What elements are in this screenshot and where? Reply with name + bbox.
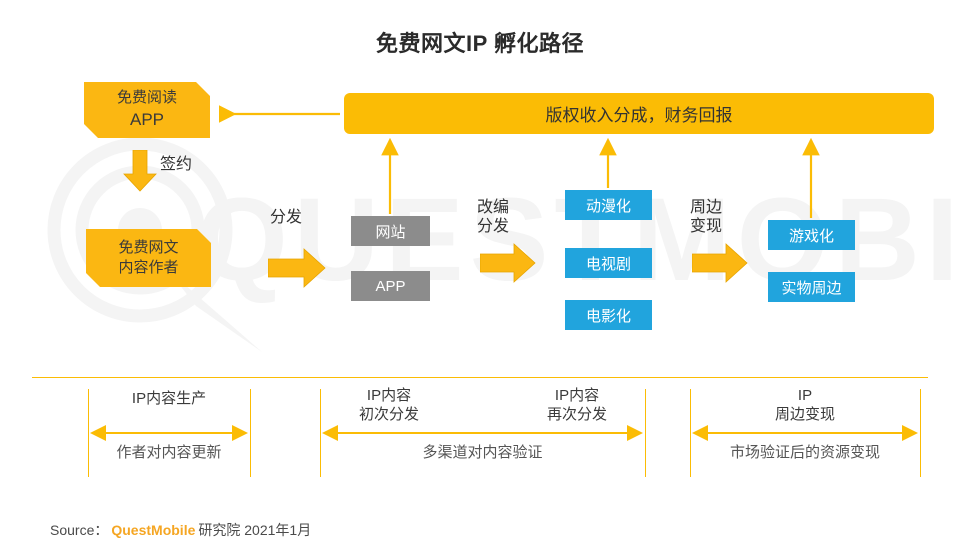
source-brand: QuestMobile [111, 522, 196, 538]
page-title: 免费网文IP 孵化路径 [375, 31, 584, 56]
node-channel-app-label: APP [375, 277, 406, 295]
legend-3-bottom: 市场验证后的资源变现 [729, 444, 880, 461]
legend-1-top: IP内容生产 [131, 390, 207, 407]
legend-2-top-left: IP内容 初次分发 [358, 387, 419, 423]
node-adaptation-anime: 动漫化 [565, 190, 652, 220]
node-peripheral-game: 游戏化 [768, 220, 855, 250]
legend-divider-1 [88, 389, 89, 477]
legend-divider-4 [645, 389, 646, 477]
peripheral-right-arrow [692, 243, 748, 283]
distribute-right-arrow [268, 248, 326, 288]
node-peripheral-merch-label: 实物周边 [781, 279, 842, 297]
legend-1-bottom: 作者对内容更新 [116, 444, 222, 461]
connector-arrows [218, 105, 820, 218]
node-adaptation-movie-label: 电影化 [585, 307, 631, 325]
step-label-sign: 签约 [160, 156, 193, 173]
node-channel-website: 网站 [351, 216, 430, 246]
sign-down-arrow [123, 150, 157, 192]
node-adaptation-tv-label: 电视剧 [585, 255, 631, 273]
node-adaptation-tv: 电视剧 [565, 248, 652, 278]
node-reading-app-line1: 免费阅读 [116, 89, 177, 107]
node-author-line2: 内容作者 [118, 259, 179, 276]
legend-divider-5 [690, 389, 691, 477]
adapt-right-arrow [480, 243, 536, 283]
node-channel-app: APP [351, 271, 430, 301]
node-peripheral-game-label: 游戏化 [788, 227, 834, 245]
revenue-banner: 版权收入分成，财务回报 [344, 93, 934, 134]
legend-2-bottom: 多渠道对内容验证 [422, 444, 543, 461]
source-prefix: Source： [50, 522, 109, 538]
node-adaptation-anime-label: 动漫化 [585, 197, 631, 215]
node-adaptation-movie: 电影化 [565, 300, 652, 330]
node-reading-app: 免费阅读 APP [84, 82, 210, 138]
source-suffix: 研究院 2021年1月 [198, 522, 312, 538]
node-author: 免费网文 内容作者 [86, 229, 211, 287]
legend-3-top: IP 周边变现 [774, 387, 835, 423]
node-channel-website-label: 网站 [375, 223, 406, 241]
legend-divider-6 [920, 389, 921, 477]
node-peripheral-merch: 实物周边 [768, 272, 855, 302]
revenue-banner-label: 版权收入分成，财务回报 [545, 106, 733, 125]
step-label-peripheral: 周边 变现 [690, 199, 723, 236]
step-label-distribute: 分发 [270, 209, 303, 226]
legend-divider-2 [250, 389, 251, 477]
section-divider [32, 377, 928, 378]
legend-divider-3 [320, 389, 321, 477]
legend-2-top-right: IP内容 再次分发 [546, 387, 607, 423]
step-label-adapt: 改编 分发 [477, 199, 510, 236]
node-reading-app-line2: APP [129, 109, 165, 129]
legend-arrows [90, 425, 918, 441]
node-author-line1: 免费网文 [118, 238, 179, 256]
